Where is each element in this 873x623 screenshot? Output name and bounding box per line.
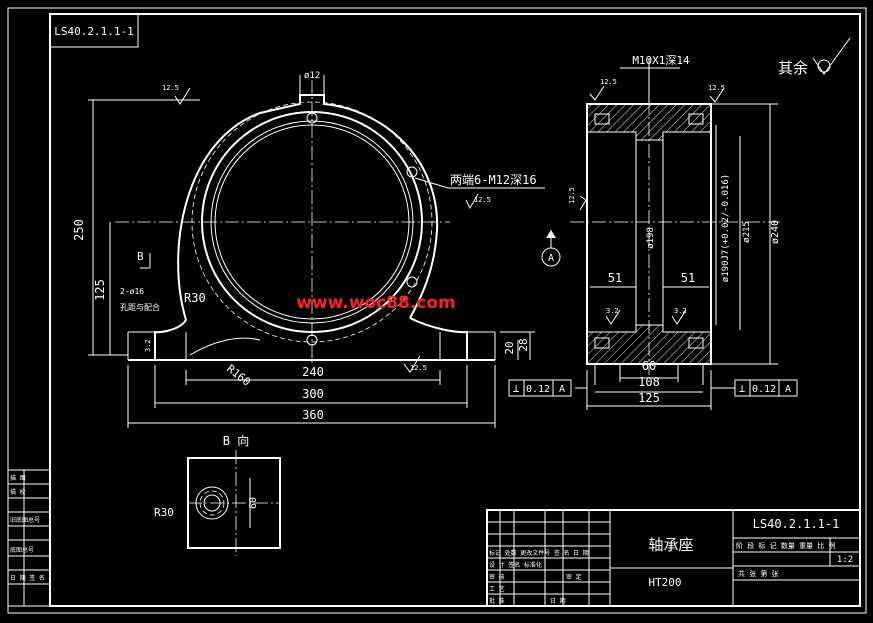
side-note2: 孔距与配合 [120, 302, 160, 312]
view-b-title: B 向 [223, 433, 249, 448]
review-label: 审 定 [566, 573, 582, 581]
rough-top-l: 12.5 [600, 78, 617, 86]
left-strip [7, 469, 51, 607]
roughness-rest-label: 其余 [778, 59, 808, 77]
dia-198: ø198 [646, 227, 656, 249]
date-label: 日 期 [550, 597, 566, 605]
rev-row: 标记 处数 更改文件号 签 名 日 期 [489, 549, 589, 557]
rough-2: 3.2 [674, 307, 687, 315]
dia-190: ø190J7(+0.02/-0.016) [721, 174, 731, 282]
view-b [187, 450, 281, 556]
dim-base-20: 20 [503, 341, 516, 354]
dim-108: 108 [638, 375, 660, 389]
dim-r30: R30 [184, 291, 206, 305]
dia-215: ø215 [742, 221, 752, 243]
front-view [115, 75, 496, 365]
dim-51-right: 51 [681, 271, 695, 285]
dim-base-28: 28 [517, 338, 530, 351]
drawing-number-box [49, 13, 139, 48]
strip-label-5: 日 期 签 名 [10, 574, 45, 582]
front-view-dimensions [88, 99, 545, 428]
row-process: 工 艺 [489, 585, 505, 593]
dim-240: 240 [302, 365, 324, 379]
watermark: www.woc88.com [296, 293, 456, 313]
roughness-rest-symbol [812, 37, 851, 75]
strip-label-1: 描 图 [10, 474, 26, 482]
title-drawing-number: LS40.2.1.1-1 [753, 517, 840, 531]
dim-top-thread: M10X1深14 [632, 54, 690, 67]
design-row: 设 计 签名 标准化 [489, 561, 542, 569]
tol-right-symbol: ⊥ [739, 382, 746, 395]
row-approve: 批 准 [489, 597, 505, 605]
tol-left-symbol: ⊥ [513, 382, 520, 395]
drawing-number-top: LS40.2.1.1-1 [54, 25, 133, 38]
side-note: 2-ø16 [120, 287, 144, 296]
dim-60: 60 [642, 359, 656, 373]
tol-right-datum: A [785, 384, 791, 395]
datum-a-symbol [541, 230, 561, 267]
tol-left-value: 0.12 [526, 384, 550, 395]
view-b-radius: R30 [154, 506, 174, 519]
thread-note: 两端6-M12深16 [450, 173, 537, 187]
strip-label-3: 旧底图总号 [10, 516, 40, 524]
tolerance-frame-right [734, 379, 798, 397]
header-row: 阶 段 标 记 数量 重量 比 例 [736, 541, 836, 550]
rough-1: 3.2 [606, 307, 619, 315]
rough-c: 12.5 [410, 364, 427, 372]
inner-frame [49, 13, 861, 607]
dim-360: 360 [302, 408, 324, 422]
row-review: 审 核 [489, 573, 505, 581]
strip-label-2: 描 校 [10, 488, 26, 496]
outer-border [7, 7, 867, 614]
dim-125: 125 [638, 391, 660, 405]
view-mark-b: B [137, 250, 144, 263]
dim-height-center: 125 [93, 279, 107, 301]
tolerance-frame-left [508, 379, 572, 397]
sheet-row: 共 张 第 张 [738, 569, 779, 578]
dim-top-slot: ø12 [304, 71, 320, 81]
rough-d: 3.2 [144, 339, 152, 352]
tol-left-datum: A [559, 384, 565, 395]
rough-a: 12.5 [162, 84, 179, 92]
dim-300: 300 [302, 387, 324, 401]
dim-height-total: 250 [72, 219, 86, 241]
side-view-dimensions [575, 58, 778, 410]
title-block [486, 509, 861, 607]
dim-r160: R160 [224, 362, 253, 389]
material: HT200 [648, 576, 681, 589]
dia-240: ø240 [770, 220, 781, 244]
dim-51-left: 51 [608, 271, 622, 285]
rough-top-r: 12.5 [708, 84, 725, 92]
datum-a-label: A [548, 253, 554, 264]
rough-b: 12.5 [474, 196, 491, 204]
tol-right-value: 0.12 [752, 384, 776, 395]
scale: 1:2 [837, 555, 853, 565]
view-b-dim-60: 60 [248, 497, 259, 509]
strip-label-4: 底图总号 [10, 546, 34, 554]
part-name: 轴承座 [648, 536, 693, 554]
rough-3: 12.5 [568, 187, 576, 204]
side-view [570, 78, 780, 385]
